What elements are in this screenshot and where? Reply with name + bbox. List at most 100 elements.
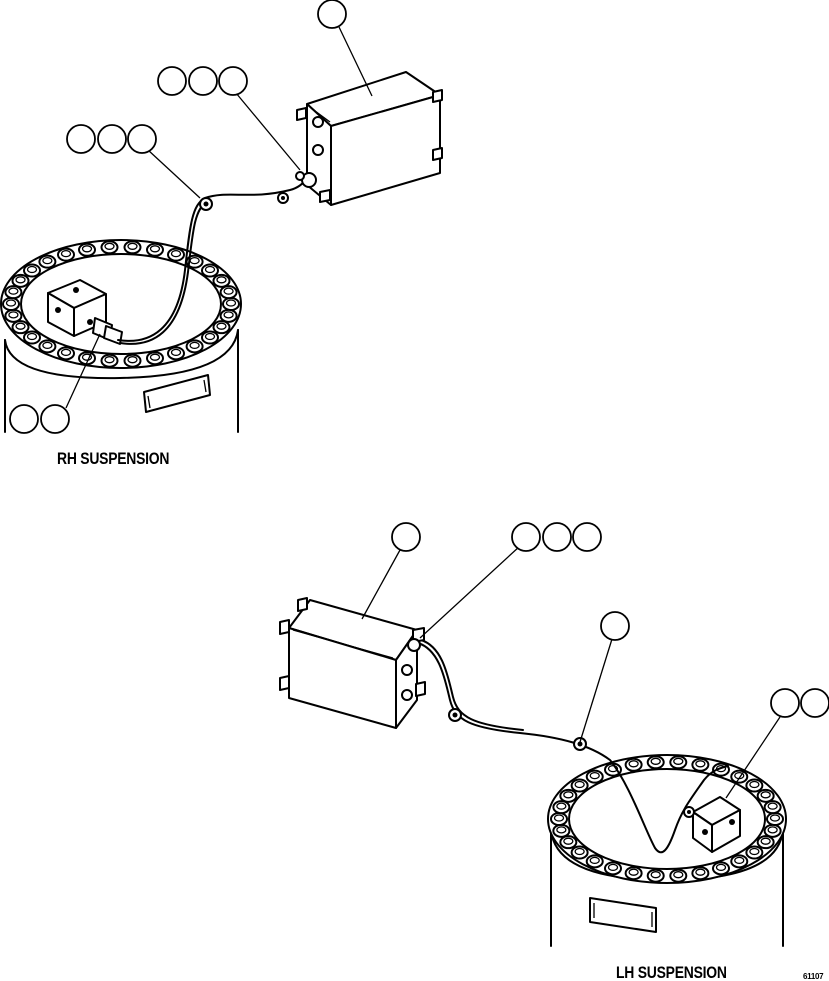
- flange-bolt: [646, 755, 665, 770]
- callout-balloon: [157, 66, 187, 96]
- callout-balloon: [391, 522, 421, 552]
- callout-balloon: [800, 688, 829, 718]
- flange-bolt: [219, 308, 238, 323]
- figure-number: 61107: [803, 972, 824, 981]
- lh-cable-clip: [573, 737, 587, 751]
- flange-bolt: [23, 263, 42, 278]
- callout-balloon: [218, 66, 248, 96]
- flange-bolt: [624, 866, 643, 881]
- flange-bolt: [550, 812, 568, 826]
- flange-bolt: [78, 242, 97, 257]
- rh-callouts: [9, 0, 373, 434]
- callout-balloon: [40, 404, 70, 434]
- rh-suspension-cylinder: [4, 329, 239, 433]
- flange-bolt: [167, 247, 185, 262]
- flange-bolt: [766, 812, 784, 826]
- flange-bolt: [585, 854, 604, 869]
- flange-bolt: [559, 835, 578, 850]
- callout-balloon: [511, 522, 541, 552]
- rh-junction-box: [295, 71, 443, 206]
- lh-suspension-caption: LH SUSPENSION: [616, 963, 727, 981]
- flange-bolt: [222, 297, 240, 311]
- rh-suspension-assembly: [0, 0, 443, 434]
- lh-suspension-assembly: [279, 522, 829, 947]
- callout-balloon: [542, 522, 572, 552]
- flange-bolt: [730, 854, 749, 869]
- flange-bolt: [669, 868, 688, 883]
- flange-bolt: [745, 778, 764, 793]
- flange-bolt: [57, 247, 75, 262]
- flange-bolt: [212, 273, 231, 288]
- rh-cable-clip: [277, 192, 289, 204]
- flange-bolt: [691, 866, 710, 881]
- flange-bolt: [712, 861, 730, 876]
- flange-bolt: [756, 788, 775, 803]
- lh-suspension-cylinder: [550, 829, 784, 947]
- callout-balloon: [600, 611, 630, 641]
- flange-bolt: [11, 273, 30, 288]
- flange-bolt: [624, 757, 643, 772]
- flange-bolt: [212, 320, 231, 335]
- lh-flange-bolts: [550, 755, 784, 883]
- flange-bolt: [756, 835, 775, 850]
- flange-bolt: [100, 353, 119, 368]
- callout-balloon: [317, 0, 347, 29]
- callout-balloon: [97, 124, 127, 154]
- lh-sensor-cable: [417, 642, 729, 854]
- flange-bolt: [763, 800, 782, 815]
- flange-bolt: [200, 330, 219, 345]
- flange-bolt: [38, 339, 57, 354]
- flange-bolt: [646, 868, 665, 883]
- rh-suspension-caption: RH SUSPENSION: [57, 449, 170, 468]
- callout-balloon: [188, 66, 218, 96]
- flange-bolt: [2, 297, 20, 311]
- rh-flange-bolts: [2, 240, 240, 368]
- rh-sensor-block: [47, 279, 123, 345]
- flange-bolt: [185, 339, 204, 354]
- flange-bolt: [200, 263, 219, 278]
- callout-balloon: [127, 124, 157, 154]
- lh-cable-clamp: [448, 708, 462, 722]
- flange-bolt: [78, 351, 97, 366]
- flange-bolt: [4, 308, 23, 323]
- flange-bolt: [4, 285, 23, 300]
- flange-bolt: [11, 320, 30, 335]
- flange-bolt: [570, 845, 589, 860]
- lh-junction-box: [279, 597, 426, 729]
- flange-bolt: [145, 242, 164, 257]
- flange-bolt: [669, 755, 688, 770]
- flange-bolt: [604, 861, 622, 876]
- flange-bolt: [219, 285, 238, 300]
- lh-flange: [547, 754, 787, 884]
- flange-bolt: [100, 240, 119, 255]
- flange-bolt: [730, 769, 749, 784]
- flange-bolt: [745, 845, 764, 860]
- callout-balloon: [9, 404, 39, 434]
- callout-balloon: [770, 688, 800, 718]
- flange-bolt: [552, 800, 571, 815]
- flange-bolt: [604, 762, 622, 777]
- rh-cable-clamp: [199, 197, 213, 211]
- lh-sensor-block: [683, 796, 741, 853]
- lh-callouts: [361, 522, 829, 799]
- rh-flange: [0, 239, 242, 369]
- flange-bolt: [585, 769, 604, 784]
- callout-balloon: [66, 124, 96, 154]
- flange-bolt: [167, 346, 185, 361]
- flange-bolt: [57, 346, 75, 361]
- rh-nameplate: [143, 374, 211, 413]
- flange-bolt: [23, 330, 42, 345]
- lh-nameplate: [589, 897, 657, 933]
- flange-bolt: [763, 823, 782, 838]
- callout-balloon: [572, 522, 602, 552]
- flange-bolt: [559, 788, 578, 803]
- flange-bolt: [570, 778, 589, 793]
- flange-bolt: [123, 240, 142, 255]
- flange-bolt: [123, 353, 142, 368]
- flange-bolt: [145, 351, 164, 366]
- flange-bolt: [552, 823, 571, 838]
- flange-bolt: [691, 757, 710, 772]
- flange-bolt: [38, 254, 57, 269]
